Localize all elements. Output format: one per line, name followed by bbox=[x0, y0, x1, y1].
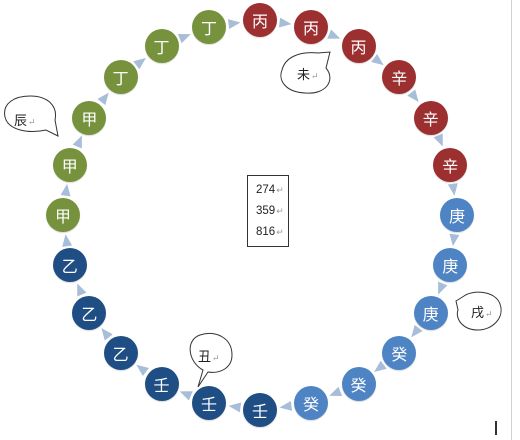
stem-node: 壬 bbox=[144, 366, 179, 401]
cycle-arrow bbox=[279, 400, 293, 411]
arrows-layer bbox=[60, 17, 460, 413]
callout-xu-text: 戌 bbox=[471, 306, 485, 321]
stem-node: 壬 bbox=[243, 393, 277, 427]
callout-wei-bubble bbox=[280, 51, 331, 94]
center-number-line: 274↵ bbox=[256, 182, 288, 203]
stem-node: 甲 bbox=[72, 100, 107, 135]
stem-node: 乙 bbox=[103, 335, 138, 370]
cycle-arrow bbox=[62, 234, 73, 247]
stem-node: 丁 bbox=[192, 9, 226, 44]
stem-node: 丙 bbox=[341, 29, 376, 64]
center-number-line: 816↵ bbox=[256, 224, 288, 245]
paragraph-mark: ↵ bbox=[276, 206, 284, 216]
stem-node: 丙 bbox=[293, 9, 328, 44]
callout-chen: 辰↵ bbox=[14, 110, 36, 129]
stem-node: 辛 bbox=[433, 147, 468, 182]
stem-node: 甲 bbox=[46, 198, 80, 232]
cycle-arrow bbox=[101, 327, 113, 341]
callout-wei-text: 未 bbox=[297, 68, 311, 83]
cycle-arrow bbox=[327, 29, 341, 39]
paragraph-mark: ↵ bbox=[485, 310, 493, 320]
stem-node: 癸 bbox=[341, 366, 376, 401]
paragraph-mark: ↵ bbox=[276, 227, 284, 237]
callout-xu: 戌↵ bbox=[471, 302, 493, 321]
stem-node: 丁 bbox=[144, 29, 179, 64]
stem-node: 庚 bbox=[413, 295, 448, 330]
cycle-arrow bbox=[227, 19, 241, 30]
stem-node: 庚 bbox=[433, 248, 468, 283]
paragraph-mark: ↵ bbox=[212, 354, 220, 364]
stem-node: 癸 bbox=[293, 386, 328, 421]
cycle-arrow bbox=[97, 92, 109, 106]
stem-node: 壬 bbox=[192, 386, 226, 421]
cycle-arrow bbox=[77, 283, 87, 297]
paragraph-mark: ↵ bbox=[276, 185, 284, 195]
cycle-arrow bbox=[438, 281, 448, 295]
callout-chou: 丑↵ bbox=[198, 346, 220, 365]
cycle-arrow bbox=[447, 183, 458, 196]
cycle-arrow bbox=[228, 402, 242, 413]
stem-node: 乙 bbox=[52, 248, 87, 283]
callout-chen-text: 辰 bbox=[14, 114, 28, 129]
stem-node: 癸 bbox=[382, 335, 417, 370]
callout-chou-bubble bbox=[189, 333, 233, 388]
cycle-arrow bbox=[411, 324, 423, 338]
cycle-arrow bbox=[433, 133, 443, 147]
cycle-arrow bbox=[449, 233, 460, 247]
center-number-2: 359 bbox=[256, 205, 276, 217]
callout-xu-bubble bbox=[455, 291, 502, 331]
cycle-arrow bbox=[72, 135, 82, 149]
page-edge-line bbox=[511, 0, 512, 440]
center-number-3: 816 bbox=[256, 226, 276, 238]
stem-node: 庚 bbox=[440, 198, 474, 232]
cycle-arrow bbox=[133, 57, 146, 70]
cycle-arrow bbox=[60, 183, 71, 197]
cycle-arrow bbox=[374, 360, 387, 373]
cycle-arrow bbox=[278, 17, 292, 28]
stem-node: 乙 bbox=[72, 295, 107, 330]
cycle-arrow bbox=[407, 89, 419, 103]
cycle-arrow bbox=[371, 54, 384, 66]
stem-node: 丁 bbox=[103, 60, 138, 95]
callout-layer bbox=[4, 51, 502, 388]
center-number-1: 274 bbox=[256, 184, 276, 196]
cycle-arrow bbox=[329, 386, 343, 396]
paragraph-mark: ↵ bbox=[311, 72, 319, 82]
center-number-box: 274↵ 359↵ 816↵ bbox=[247, 175, 289, 247]
stem-node: 辛 bbox=[382, 60, 417, 95]
stem-node: 丙 bbox=[243, 3, 277, 37]
stem-node: 甲 bbox=[52, 147, 87, 182]
text-cursor bbox=[495, 421, 497, 435]
callout-chen-bubble bbox=[4, 95, 59, 137]
callout-chou-text: 丑 bbox=[198, 350, 212, 365]
stem-node: 辛 bbox=[413, 100, 448, 135]
cycle-arrow bbox=[136, 364, 149, 376]
cycle-arrow bbox=[177, 34, 191, 44]
callout-wei: 未↵ bbox=[297, 64, 319, 83]
center-number-line: 359↵ bbox=[256, 203, 288, 224]
cycle-arrow bbox=[179, 391, 193, 401]
paragraph-mark: ↵ bbox=[28, 118, 36, 128]
